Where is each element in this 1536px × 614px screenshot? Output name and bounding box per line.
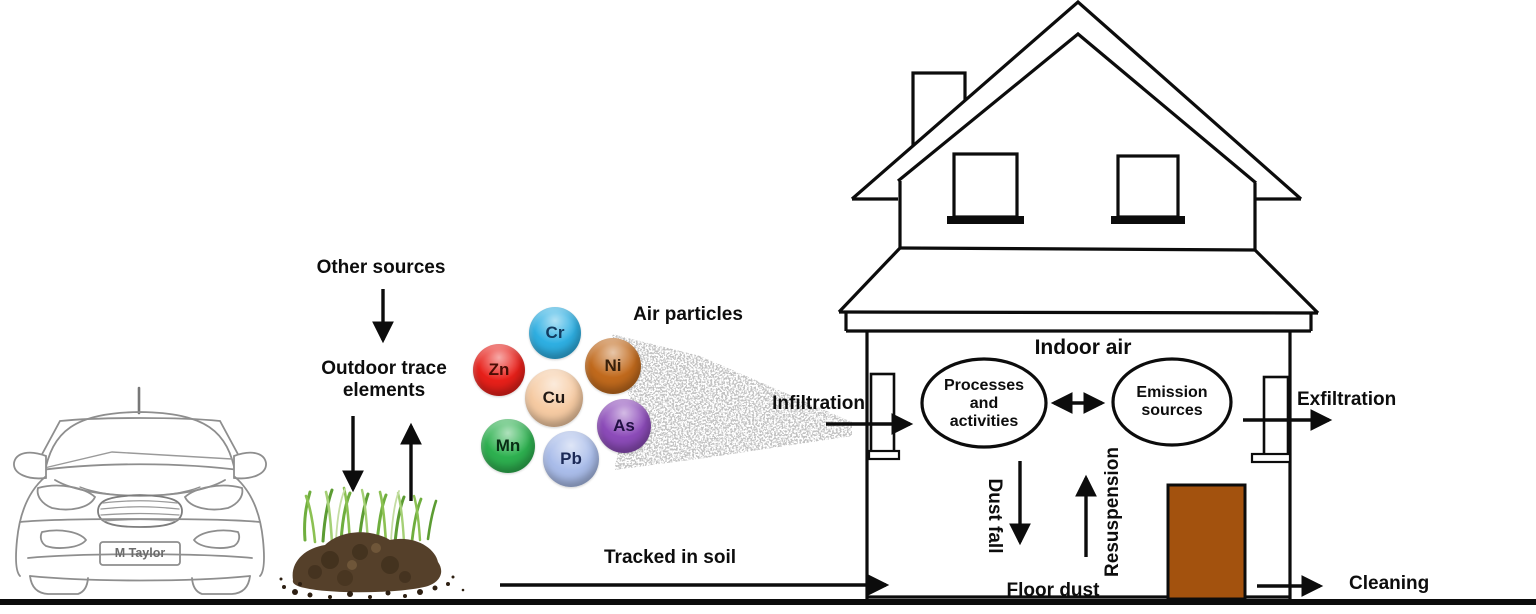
- floor-dust-label: Floor dust: [1006, 580, 1100, 601]
- emission-ellipse: [1111, 357, 1233, 447]
- car-icon: [13, 386, 267, 595]
- element-symbol-pb: Pb: [560, 449, 582, 468]
- license-plate-label: M Taylor: [114, 546, 166, 560]
- door: [1166, 483, 1247, 601]
- emission-sources-text: Emission sources: [1136, 384, 1208, 420]
- air-particles-label: Air particles: [633, 304, 743, 325]
- element-symbol-cr: Cr: [545, 323, 565, 342]
- attic-base: [899, 246, 1256, 252]
- grass-icon: [303, 486, 438, 546]
- side-window-left: [869, 372, 896, 454]
- house-icon: [837, 0, 1320, 601]
- element-circle-mn: Mn: [481, 419, 535, 473]
- element-circle-cu: Cu: [525, 369, 583, 427]
- exfiltration-label: Exfiltration: [1297, 389, 1397, 410]
- indoor-air-label: Indoor air: [1034, 336, 1132, 359]
- element-symbol-as: As: [613, 416, 635, 435]
- element-circle-ni: Ni: [585, 338, 641, 394]
- roof-outer: [850, 0, 1303, 201]
- infiltration-label: Infiltration: [772, 393, 865, 414]
- element-circle-as: As: [597, 399, 651, 453]
- element-symbol-mn: Mn: [495, 436, 521, 455]
- resuspension-label: Resuspension: [1102, 447, 1123, 577]
- tracked-in-soil-label: Tracked in soil: [604, 547, 736, 568]
- element-symbol-ni: Ni: [604, 356, 622, 375]
- ground-line: [0, 599, 1536, 605]
- element-circle-zn: Zn: [473, 344, 525, 396]
- cleaning-label: Cleaning: [1349, 573, 1430, 594]
- side-window-right: [1262, 375, 1290, 457]
- dust-fall-label: Dust fall: [984, 478, 1005, 554]
- element-circle-pb: Pb: [543, 431, 599, 487]
- arrows: [342, 289, 1333, 597]
- processes-ellipse: [920, 357, 1048, 449]
- element-circle-cr: Cr: [529, 307, 581, 359]
- eave-top: [838, 310, 1319, 315]
- element-symbol-zn: Zn: [488, 360, 510, 379]
- particle-spray: [612, 334, 852, 470]
- outdoor-trace-elements-label: Outdoor trace elements: [321, 358, 447, 402]
- processes-activities-text: Processes and activities: [943, 377, 1025, 431]
- soil-icon: [279, 532, 465, 599]
- other-sources-label: Other sources: [316, 257, 446, 278]
- element-symbol-cu: Cu: [542, 388, 566, 407]
- roof-inner: [896, 31, 1258, 185]
